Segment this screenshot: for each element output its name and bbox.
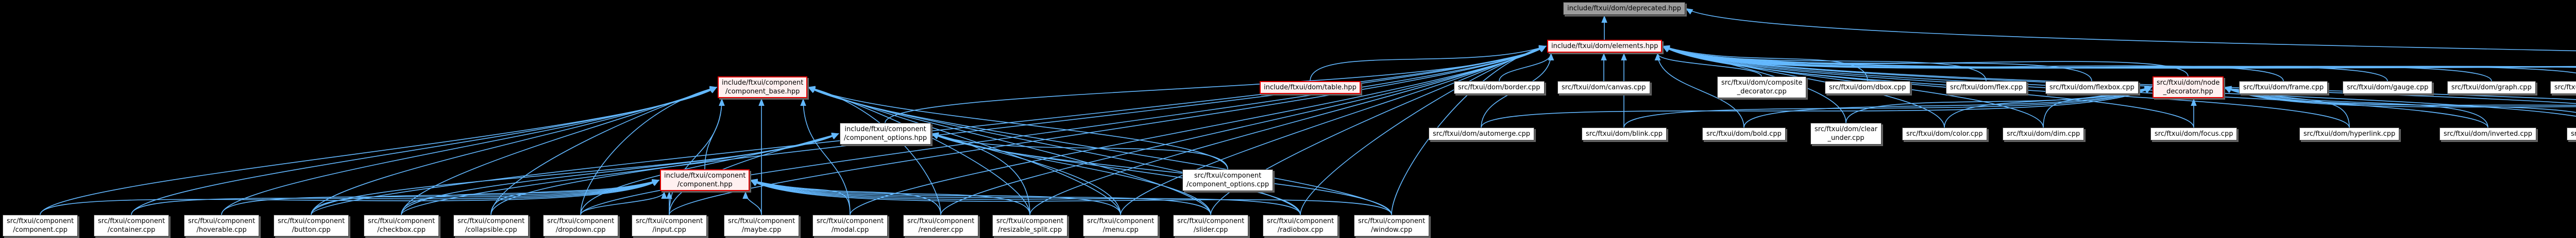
graph-node-nodedec[interactable]: src/ftxui/dom/node _decorator.hpp (2153, 76, 2224, 99)
edge-slid-to-co (931, 133, 1211, 215)
edge-italic-to-nodedec (2224, 87, 2576, 113)
graph-node-blink[interactable]: src/ftxui/dom/blink.cpp (1582, 128, 1667, 141)
graph-node-flexbox[interactable]: src/ftxui/dom/flexbox.cpp (2045, 81, 2139, 94)
edge-inp-to-el (669, 45, 1547, 215)
graph-node-co[interactable]: include/ftxui/component /component_optio… (840, 123, 931, 145)
graph-node-graph[interactable]: src/ftxui/dom/graph.cpp (2447, 81, 2536, 94)
graph-node-btn[interactable]: src/ftxui/component /button.cpp (274, 215, 349, 237)
edge-color-to-nodedec (1944, 86, 2153, 128)
graph-node-inp[interactable]: src/ftxui/component /input.cpp (632, 215, 707, 237)
edge-resiz-to-el (1029, 45, 1547, 215)
edge-chk-to-el (401, 45, 1547, 215)
edge-drop-to-cb (580, 86, 718, 215)
edge-slid-to-el (1210, 45, 1547, 215)
graph-node-compdec[interactable]: src/ftxui/dom/composite _decorator.cpp (1717, 76, 1807, 99)
graph-node-slid[interactable]: src/ftxui/component /slider.cpp (1173, 215, 1249, 237)
edge-btn-to-co (311, 133, 839, 215)
graph-node-radio[interactable]: src/ftxui/component /radiobox.cpp (1263, 215, 1338, 237)
edge-resiz-to-ch (750, 179, 1030, 215)
edge-inp-to-co (669, 132, 839, 215)
graph-node-resiz[interactable]: src/ftxui/component /resizable_split.cpp (992, 215, 1068, 237)
graph-node-ch[interactable]: include/ftxui/component /component.hpp (660, 169, 750, 192)
edge-btn-to-cb (311, 87, 718, 215)
edge-cont-to-ch (131, 180, 660, 215)
graph-node-canvas[interactable]: src/ftxui/dom/canvas.cpp (1557, 81, 1650, 94)
graph-node-table[interactable]: include/ftxui/dom/table.hpp (1260, 81, 1361, 94)
graph-node-dep[interactable]: include/ftxui/dom/deprecated.hpp (1563, 2, 1685, 15)
graph-node-drop[interactable]: src/ftxui/component /dropdown.cpp (543, 215, 619, 237)
graph-node-occ[interactable]: src/ftxui/component /component_options.c… (1182, 169, 1274, 192)
graph-node-el[interactable]: include/ftxui/dom/elements.hpp (1547, 40, 1663, 53)
graph-node-automerge[interactable]: src/ftxui/dom/automerge.cpp (1429, 128, 1535, 141)
edge-bold-to-nodedec (1743, 87, 2153, 128)
edge-coll-to-cb (490, 86, 718, 215)
edge-menu-to-ch (750, 180, 1121, 215)
graph-node-cont[interactable]: src/ftxui/component /container.cpp (94, 215, 170, 237)
edge-hov-to-ch (221, 180, 660, 215)
edge-occ-to-co (931, 133, 1228, 170)
edge-automerge-to-nodedec (1481, 87, 2153, 128)
graph-node-cb[interactable]: include/ftxui/component /component_base.… (718, 76, 808, 99)
graph-node-rend[interactable]: src/ftxui/component /renderer.cpp (903, 215, 979, 237)
graph-node-gridbox[interactable]: src/ftxui/dom/gridbox.cpp (2550, 81, 2576, 94)
graph-node-clearunder[interactable]: src/ftxui/dom/clear _under.cpp (1810, 123, 1882, 145)
graph-node-italic[interactable]: src/ftxui/dom/italic.cpp (2567, 128, 2576, 141)
edge-clearunder-to-nodedec (1845, 86, 2153, 123)
edge-bold-to-el (1654, 53, 1744, 128)
graph-node-menu[interactable]: src/ftxui/component /menu.cpp (1083, 215, 1159, 237)
edge-btn-to-ch (311, 180, 660, 215)
edge-drop-to-el (580, 45, 1547, 215)
graph-node-focus[interactable]: src/ftxui/dom/focus.cpp (2150, 128, 2238, 141)
edge-hbox-to-el (1662, 45, 2576, 69)
edge-radio-to-cb (807, 87, 1301, 215)
graph-node-dbox[interactable]: src/ftxui/dom/dbox.cpp (1825, 81, 1910, 94)
graph-node-inverted[interactable]: src/ftxui/dom/inverted.cpp (2439, 128, 2536, 141)
edge-inverted-to-nodedec (2224, 86, 2488, 128)
edge-mod-to-el (850, 45, 1547, 215)
graph-node-bold[interactable]: src/ftxui/dom/bold.cpp (1702, 128, 1786, 141)
edge-compdec-to-el (1654, 53, 1762, 77)
edge-text-to-dep (1685, 8, 2576, 52)
graph-node-coll[interactable]: src/ftxui/component /collapsible.cpp (453, 215, 529, 237)
edge-blink-to-nodedec (1623, 87, 2153, 128)
edge-drop-to-ch (580, 191, 667, 215)
edge-radio-to-ch (750, 180, 1301, 215)
graph-node-comp[interactable]: src/ftxui/component /component.cpp (3, 215, 78, 237)
graph-node-chk[interactable]: src/ftxui/component /checkbox.cpp (364, 215, 439, 237)
edge-slid-to-ch (750, 180, 1211, 215)
graph-node-hyperlink[interactable]: src/ftxui/dom/hyperlink.cpp (2299, 128, 2400, 141)
edge-mayb-to-ch (742, 191, 762, 215)
edge-comp-to-ch (40, 180, 660, 215)
graph-node-gauge[interactable]: src/ftxui/dom/gauge.cpp (2343, 81, 2433, 94)
edge-scrollind-to-nodedec (2224, 87, 2576, 108)
edge-win-to-cb (807, 87, 1392, 215)
graph-node-mayb[interactable]: src/ftxui/component /maybe.cpp (724, 215, 800, 237)
edge-lineargrad-to-nodedec (2224, 87, 2576, 106)
graph-node-color[interactable]: src/ftxui/dom/color.cpp (1902, 128, 1987, 141)
edge-win-to-ch (750, 180, 1392, 215)
edge-hyperlink-to-el (1662, 45, 2350, 128)
edge-text-to-el (1662, 45, 2576, 69)
graph-node-border[interactable]: src/ftxui/dom/border.cpp (1454, 81, 1545, 94)
edge-win-to-el (1391, 45, 1547, 215)
edge-chk-to-ch (401, 179, 660, 215)
edge-hov-to-cb (221, 87, 718, 215)
graph-node-flex[interactable]: src/ftxui/dom/flex.cpp (1946, 81, 2027, 94)
graph-node-win[interactable]: src/ftxui/component /window.cpp (1354, 215, 1430, 237)
edge-co-to-el (885, 45, 1547, 123)
edge-menu-to-co (931, 133, 1121, 215)
edge-rend-to-ch (750, 179, 941, 215)
graph-node-frame[interactable]: src/ftxui/dom/frame.cpp (2239, 81, 2328, 94)
graph-node-mod[interactable]: src/ftxui/component /modal.cpp (812, 215, 888, 237)
edge-dbox-to-el (1662, 45, 1868, 82)
graph-node-dim[interactable]: src/ftxui/dom/dim.cpp (2003, 128, 2084, 141)
edge-coll-to-ch (490, 179, 660, 215)
graph-node-hov[interactable]: src/ftxui/component /hoverable.cpp (184, 215, 260, 237)
edge-table-to-el (1310, 45, 1547, 82)
